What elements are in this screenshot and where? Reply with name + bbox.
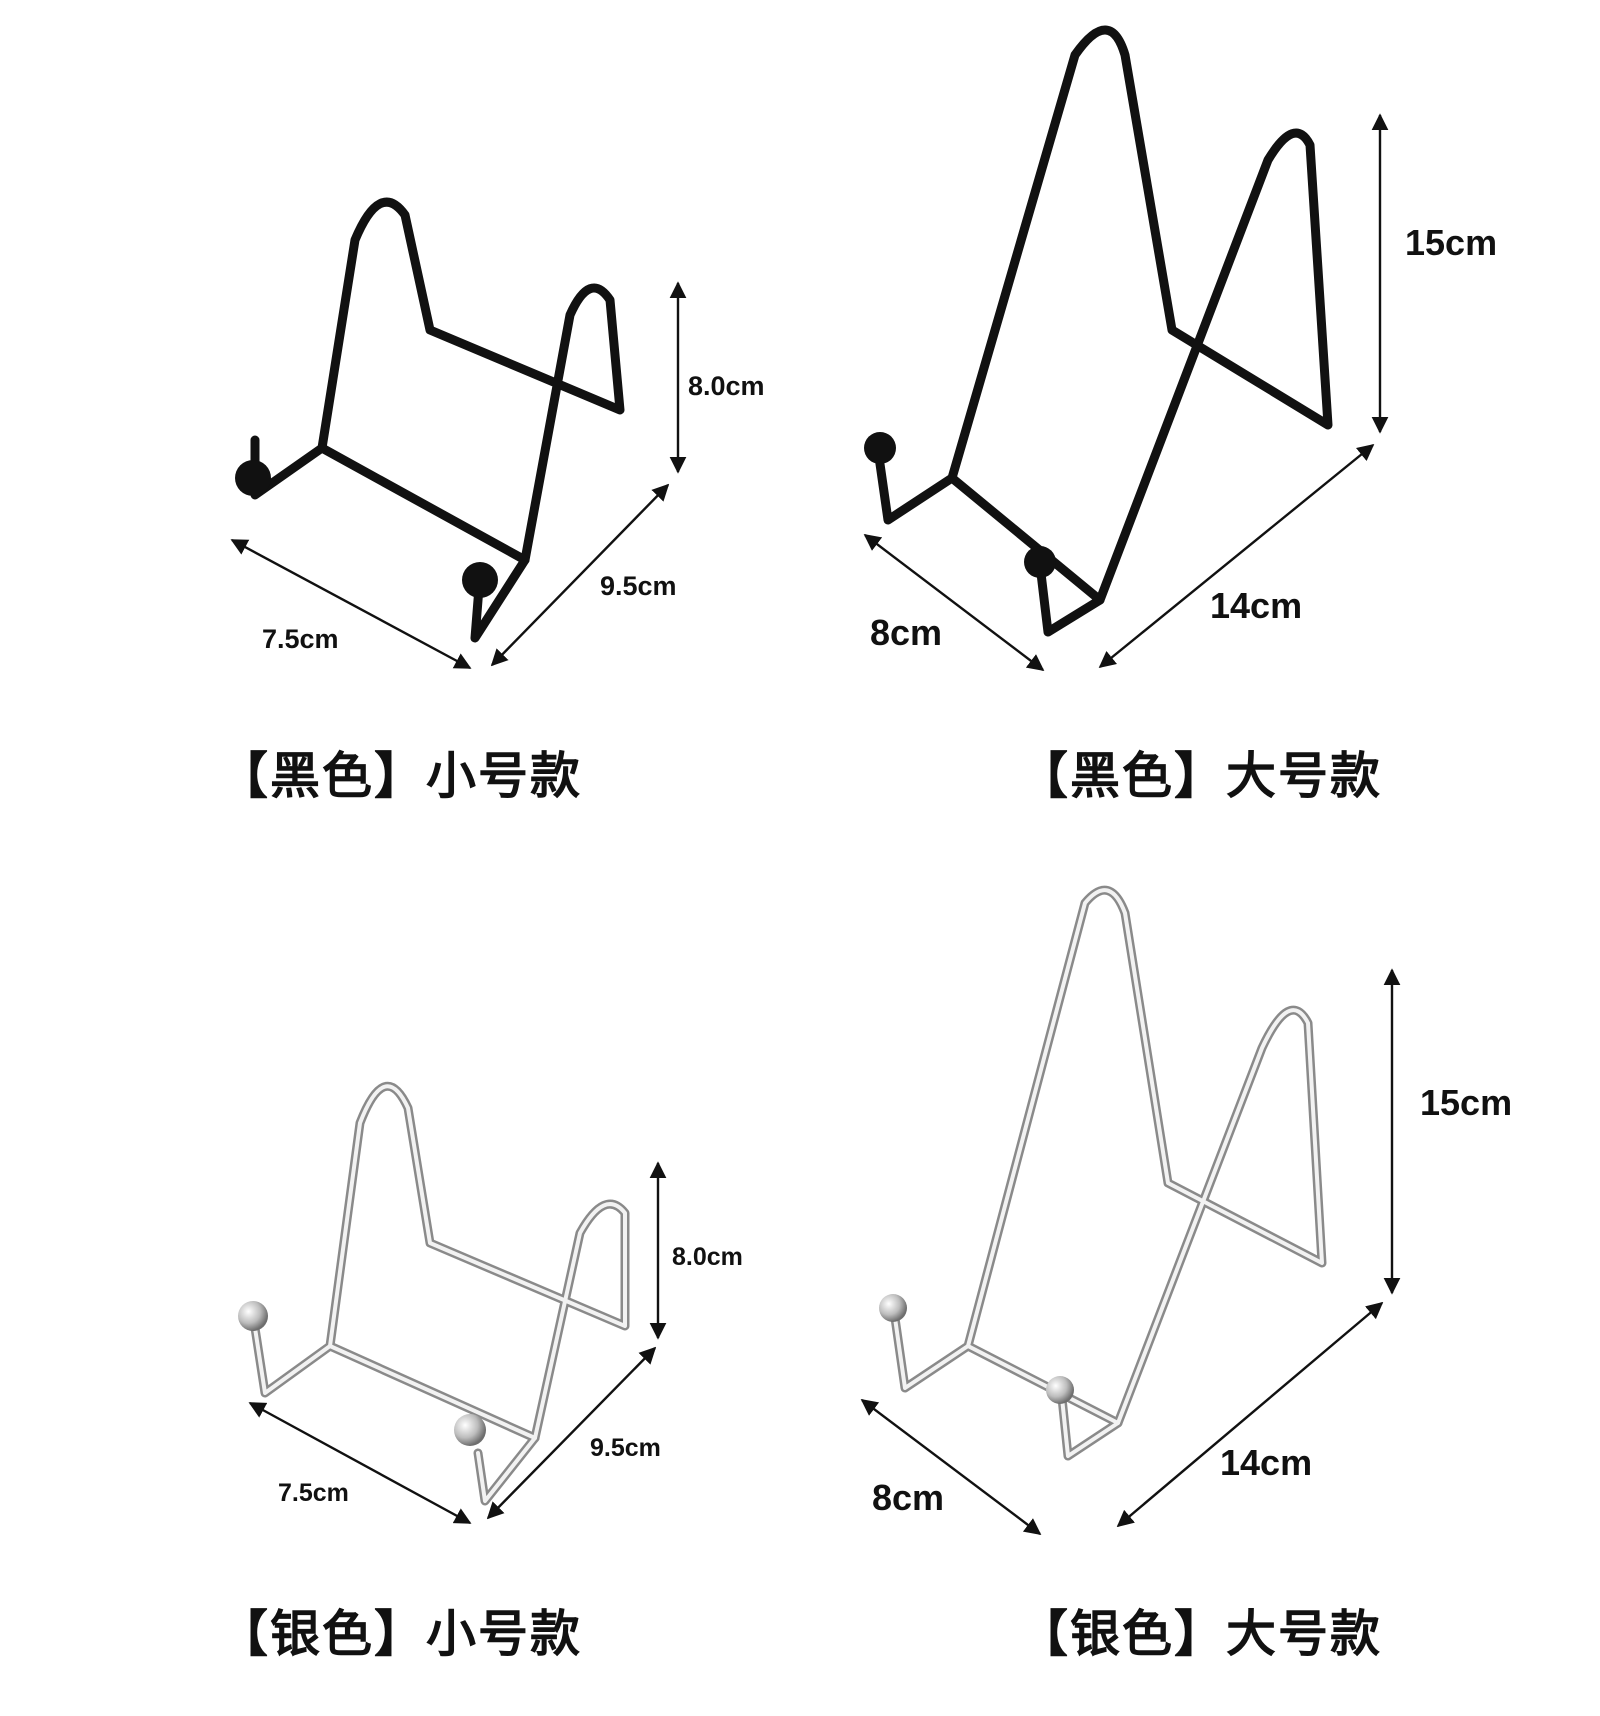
width-arrow bbox=[863, 533, 1045, 672]
height-label: 15cm bbox=[1420, 1082, 1512, 1123]
stand-illustration-black-large: 15cm 14cm 8cm bbox=[863, 25, 1497, 672]
height-label: 8.0cm bbox=[688, 371, 765, 401]
height-label: 8.0cm bbox=[672, 1243, 743, 1271]
caption-black-small: 【黑色】小号款 bbox=[218, 747, 582, 805]
width-label: 7.5cm bbox=[278, 1479, 349, 1507]
depth-label: 14cm bbox=[1220, 1442, 1312, 1483]
stand-illustration-silver-small: 8.0cm 9.5cm 7.5cm bbox=[238, 1081, 743, 1525]
depth-label: 14cm bbox=[1210, 585, 1302, 626]
panel-black-large: 15cm 14cm 8cm 【黑色】大号款 bbox=[800, 0, 1600, 858]
width-arrow bbox=[230, 538, 472, 670]
wire-stand bbox=[864, 25, 1333, 637]
width-label: 8cm bbox=[870, 612, 942, 653]
caption-silver-small: 【银色】小号款 bbox=[218, 1605, 582, 1663]
stand-illustration-silver-large: 15cm 14cm 8cm bbox=[860, 885, 1512, 1536]
panel-silver-small: 8.0cm 9.5cm 7.5cm 【银色】小号款 bbox=[0, 858, 800, 1716]
caption-silver-large: 【银色】大号款 bbox=[1018, 1605, 1382, 1663]
ball-end-left bbox=[864, 432, 896, 464]
width-label: 7.5cm bbox=[262, 624, 339, 654]
ball-end-right bbox=[454, 1414, 486, 1446]
wire-stand bbox=[238, 1081, 630, 1506]
caption-black-large: 【黑色】大号款 bbox=[1018, 747, 1382, 805]
width-label: 8cm bbox=[872, 1477, 944, 1518]
ball-end-left bbox=[235, 460, 271, 496]
stand-illustration-black-small: 8.0cm 9.5cm 7.5cm bbox=[230, 197, 765, 670]
depth-arrow bbox=[1098, 443, 1375, 669]
wire-stand bbox=[879, 885, 1327, 1461]
width-arrow bbox=[860, 1398, 1042, 1536]
depth-arrow bbox=[490, 483, 670, 667]
ball-end-right bbox=[1024, 546, 1056, 578]
depth-label: 9.5cm bbox=[600, 571, 677, 601]
depth-arrow bbox=[486, 1346, 657, 1520]
width-arrow bbox=[248, 1401, 472, 1525]
depth-arrow bbox=[1116, 1301, 1384, 1528]
ball-end-left bbox=[238, 1301, 268, 1331]
ball-end-right bbox=[462, 562, 498, 598]
panel-black-small: 8.0cm 9.5cm 7.5cm 【黑色】小号款 bbox=[0, 0, 800, 858]
ball-end-left bbox=[879, 1294, 907, 1322]
panel-silver-large: 15cm 14cm 8cm 【银色】大号款 bbox=[800, 858, 1600, 1716]
ball-end-right bbox=[1046, 1376, 1074, 1404]
height-label: 15cm bbox=[1405, 222, 1497, 263]
depth-label: 9.5cm bbox=[590, 1434, 661, 1462]
